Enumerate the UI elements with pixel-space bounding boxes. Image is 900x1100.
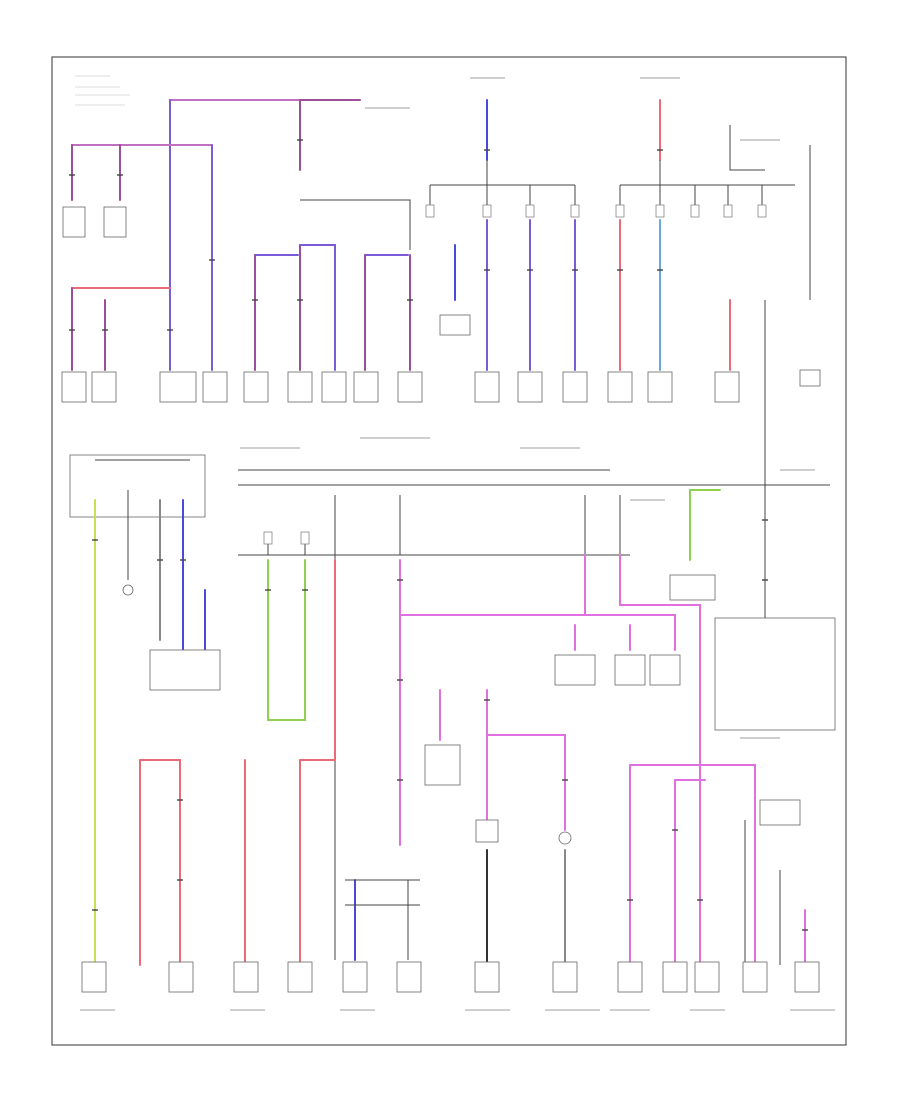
upper-comp-10 xyxy=(647,371,673,403)
connector-marks xyxy=(69,139,808,931)
right-module xyxy=(714,617,836,731)
right-relay xyxy=(669,574,716,601)
bottom-comp-10 xyxy=(662,961,688,993)
bottom-comp-11 xyxy=(694,961,720,993)
bottom-comp-2 xyxy=(168,961,194,993)
lamp-box-3 xyxy=(61,371,87,403)
upper-comp-6 xyxy=(474,371,500,403)
lamp-box-1 xyxy=(62,206,86,238)
ground-left xyxy=(122,584,134,596)
upper-comp-9 xyxy=(607,371,633,403)
lower-left-switch-block xyxy=(69,454,221,966)
upper-comp-8 xyxy=(562,371,588,403)
bottom-comp-8 xyxy=(552,961,578,993)
lower-dark-wires xyxy=(345,849,566,966)
lower-left-module xyxy=(149,649,221,691)
label-placeholders xyxy=(80,77,835,1011)
upper-comp-3 xyxy=(321,371,347,403)
right-switch xyxy=(759,799,801,826)
top-power-feeds xyxy=(486,99,661,185)
bottom-comp-13 xyxy=(794,961,820,993)
lamp-box-4 xyxy=(91,371,117,403)
top-left-harness xyxy=(71,99,361,371)
lower-fuse-bus xyxy=(238,495,630,960)
bottom-comp-1 xyxy=(81,961,107,993)
lower-red-feeds xyxy=(139,559,336,966)
upper-comp-5 xyxy=(397,371,423,403)
upper-comp-7 xyxy=(517,371,543,403)
lower-pink-harness xyxy=(399,554,806,966)
module-box-1 xyxy=(159,371,197,403)
relay-box-upper xyxy=(439,314,471,336)
bottom-comp-12 xyxy=(742,961,768,993)
bottom-comp-6 xyxy=(396,961,422,993)
lower-right-section xyxy=(669,300,836,965)
bottom-comp-4 xyxy=(287,961,313,993)
upper-row-components xyxy=(243,314,821,403)
bottom-comp-7 xyxy=(474,961,500,993)
upper-fuse-bus xyxy=(300,125,811,300)
diagram-frame xyxy=(51,56,847,1046)
top-left-components xyxy=(61,206,228,403)
bottom-comp-5 xyxy=(342,961,368,993)
bottom-comp-9 xyxy=(617,961,643,993)
upper-fuses xyxy=(425,204,767,218)
ground-symbol-top-right xyxy=(799,369,821,387)
green-loop xyxy=(267,559,306,721)
lower-mid-components xyxy=(424,654,681,845)
legend xyxy=(75,75,130,106)
upper-mid-wires xyxy=(254,219,731,371)
bottom-row-components xyxy=(81,961,820,993)
upper-comp-11 xyxy=(714,371,740,403)
upper-comp-4 xyxy=(353,371,379,403)
lamp-box-2 xyxy=(103,206,127,238)
bottom-comp-3 xyxy=(233,961,259,993)
module-box-2 xyxy=(202,371,228,403)
upper-comp-2 xyxy=(287,371,313,403)
upper-comp-1 xyxy=(243,371,269,403)
